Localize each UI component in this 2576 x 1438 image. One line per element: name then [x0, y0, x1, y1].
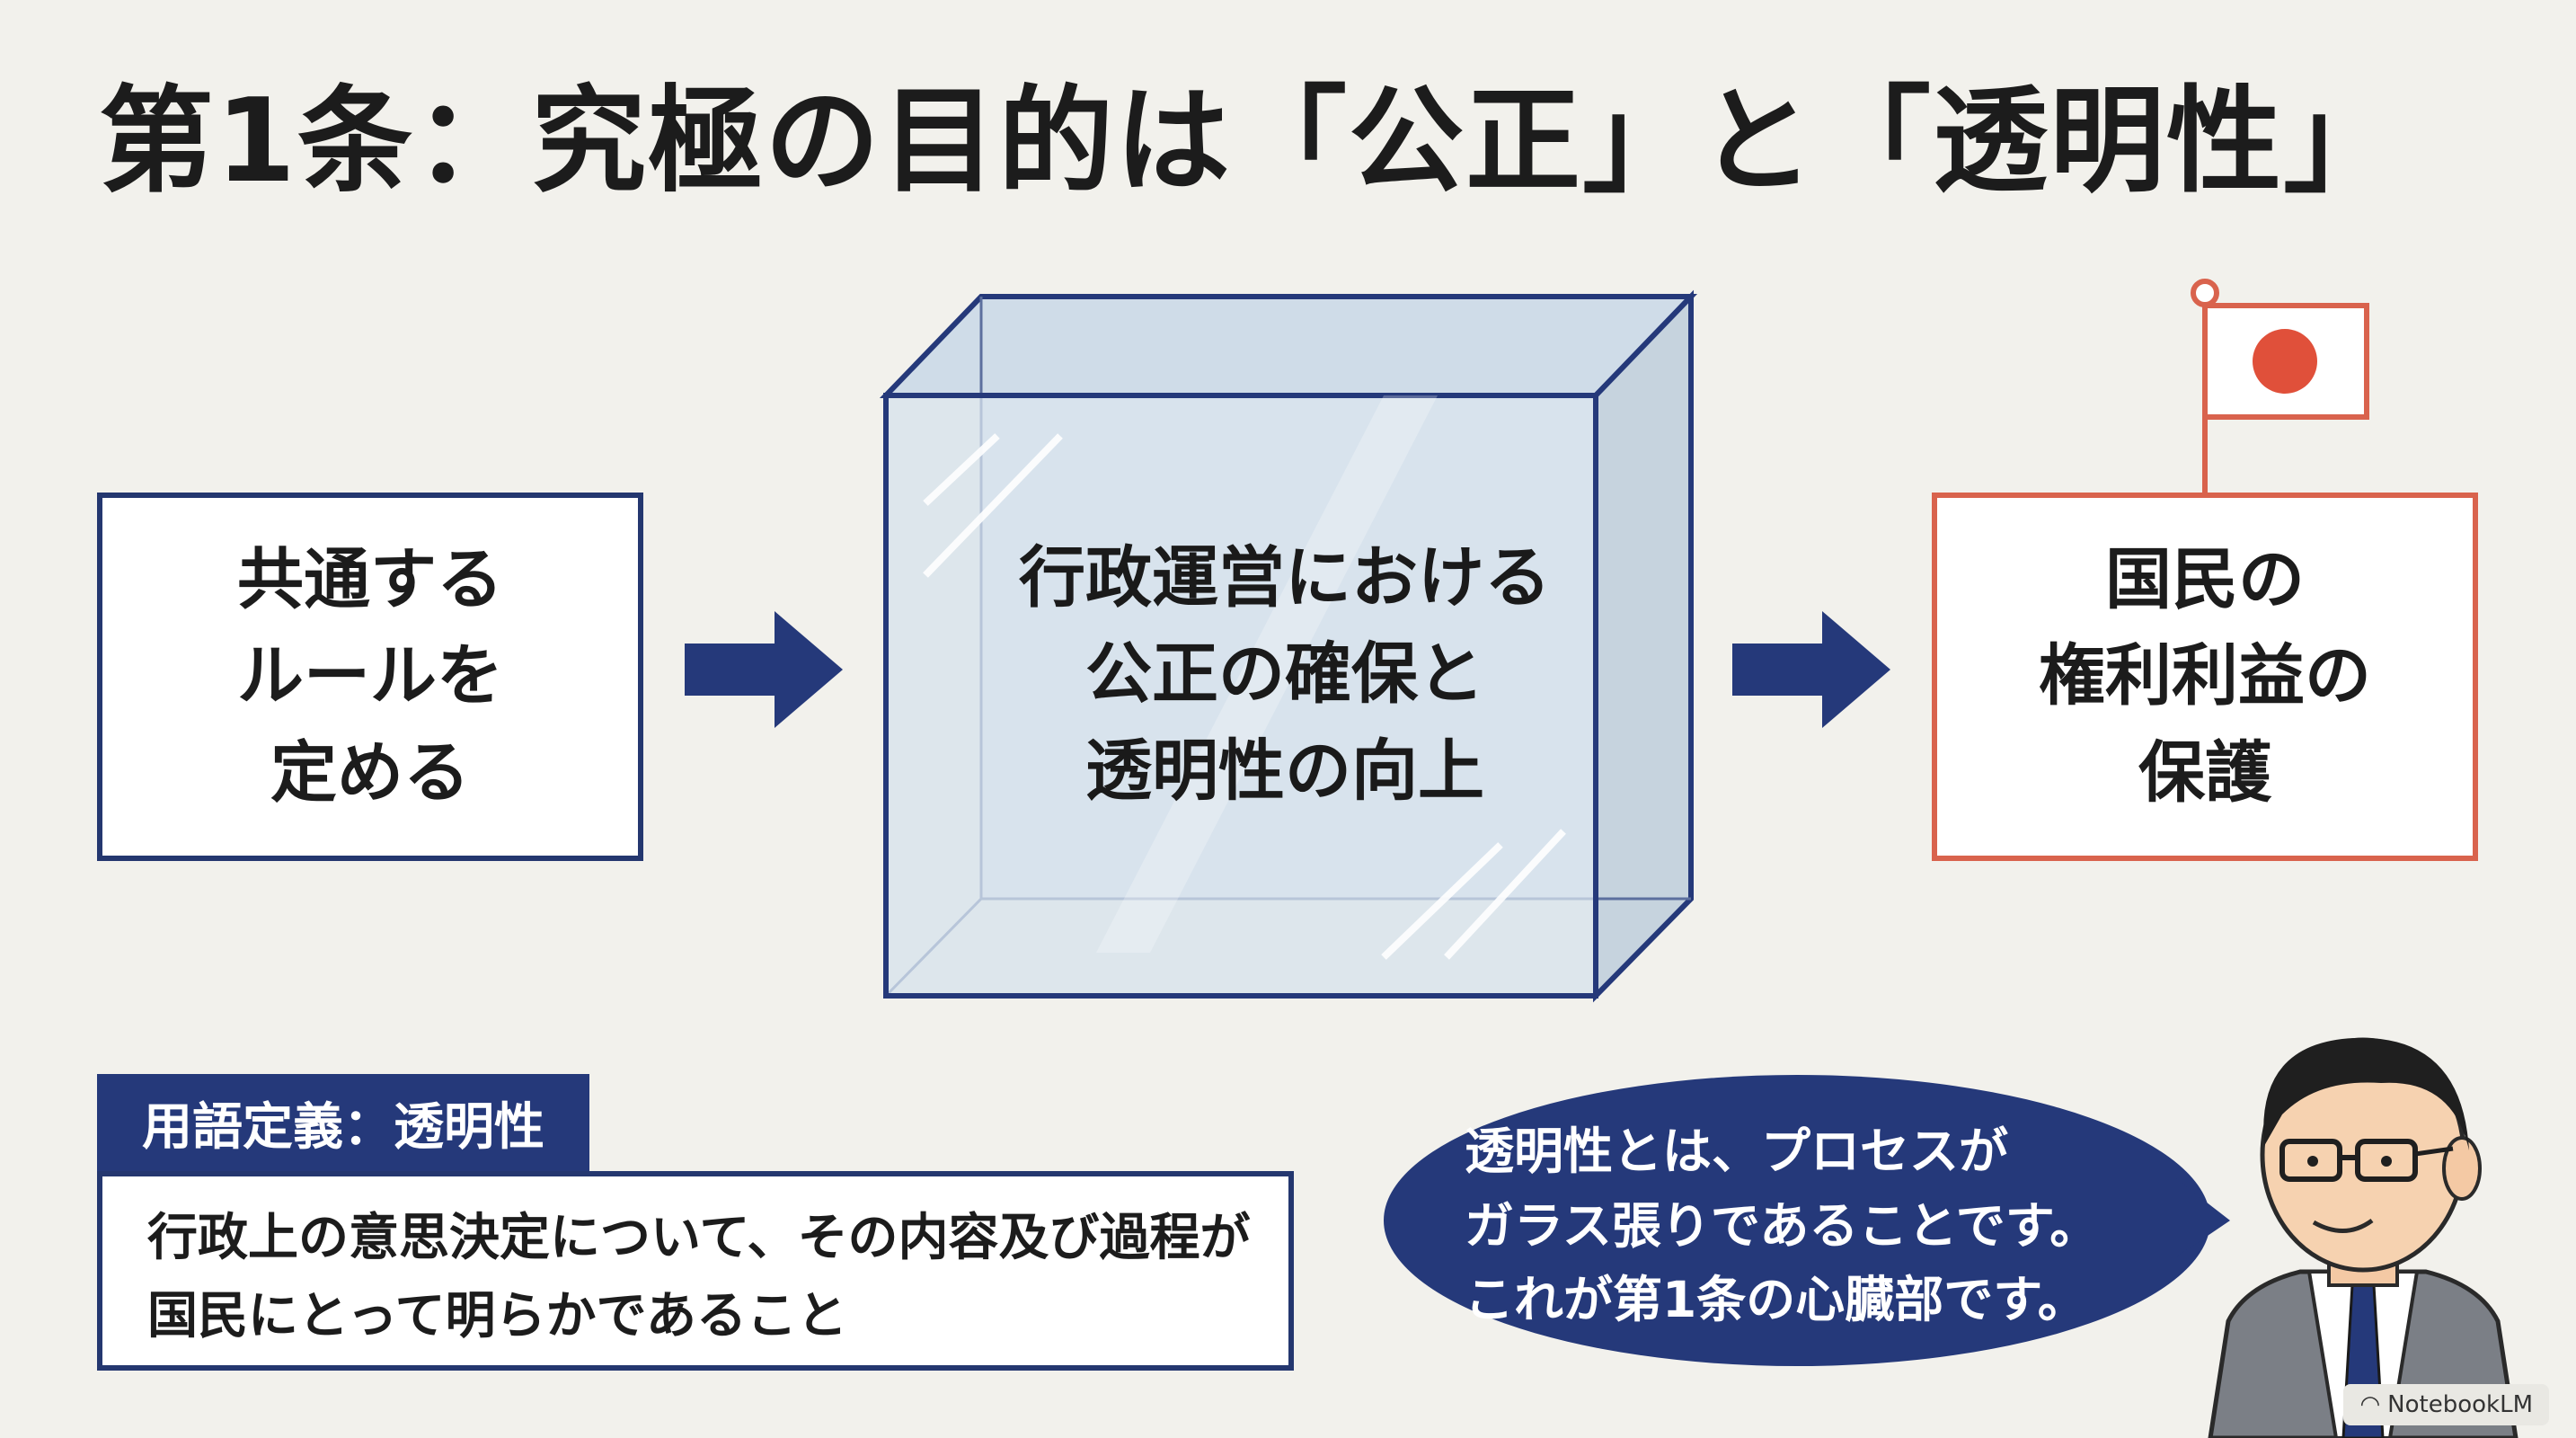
japan-flag-icon: [2191, 279, 2369, 493]
step-right-line: 国民の: [2105, 541, 2305, 619]
step-left-line: ルールを: [237, 637, 503, 715]
step-protect-rights: 国民の 権利利益の 保護: [1932, 493, 2478, 861]
glass-cube-icon: [879, 289, 1698, 1003]
definition-line: 国民にとって明らかであること: [147, 1286, 847, 1345]
page-title: 第1条：究極の目的は「公正」と「透明性」: [99, 75, 2401, 209]
speech-line: これが第1条の心臓部です。: [1465, 1271, 2087, 1328]
notebooklm-icon: ◠: [2359, 1391, 2381, 1418]
speech-line: 透明性とは、プロセスが: [1465, 1123, 2009, 1180]
speech-text: 透明性とは、プロセスが ガラス張りであることです。 これが第1条の心臓部です。: [1465, 1114, 2147, 1337]
step-right-line: 保護: [2138, 733, 2271, 812]
speech-bubble: [1384, 1075, 2230, 1366]
arrow-right-icon: [1732, 611, 1890, 728]
presenter-avatar: [2208, 1037, 2518, 1438]
badge-text: NotebookLM: [2387, 1391, 2533, 1418]
definition-box: 行政上の意思決定について、その内容及び過程が 国民にとって明らかであること: [97, 1171, 1294, 1371]
definition-line: 行政上の意思決定について、その内容及び過程が: [147, 1209, 1251, 1267]
step-left-line: 定める: [270, 733, 470, 812]
step-fairness-transparency: 行政運営における 公正の確保と 透明性の向上: [934, 530, 1635, 820]
step-center-line: 透明性の向上: [1085, 732, 1484, 810]
notebooklm-badge: ◠ NotebookLM: [2343, 1384, 2549, 1425]
step-center-line: 行政運営における: [1019, 539, 1551, 617]
step-common-rules: 共通する ルールを 定める: [97, 493, 643, 861]
step-left-line: 共通する: [237, 541, 503, 619]
step-center-line: 公正の確保と: [1085, 635, 1484, 714]
speech-line: ガラス張りであることです。: [1465, 1196, 2100, 1255]
step-right-line: 権利利益の: [2039, 637, 2371, 715]
definition-label: 用語定義：透明性: [97, 1074, 589, 1171]
arrow-right-icon: [685, 611, 843, 728]
